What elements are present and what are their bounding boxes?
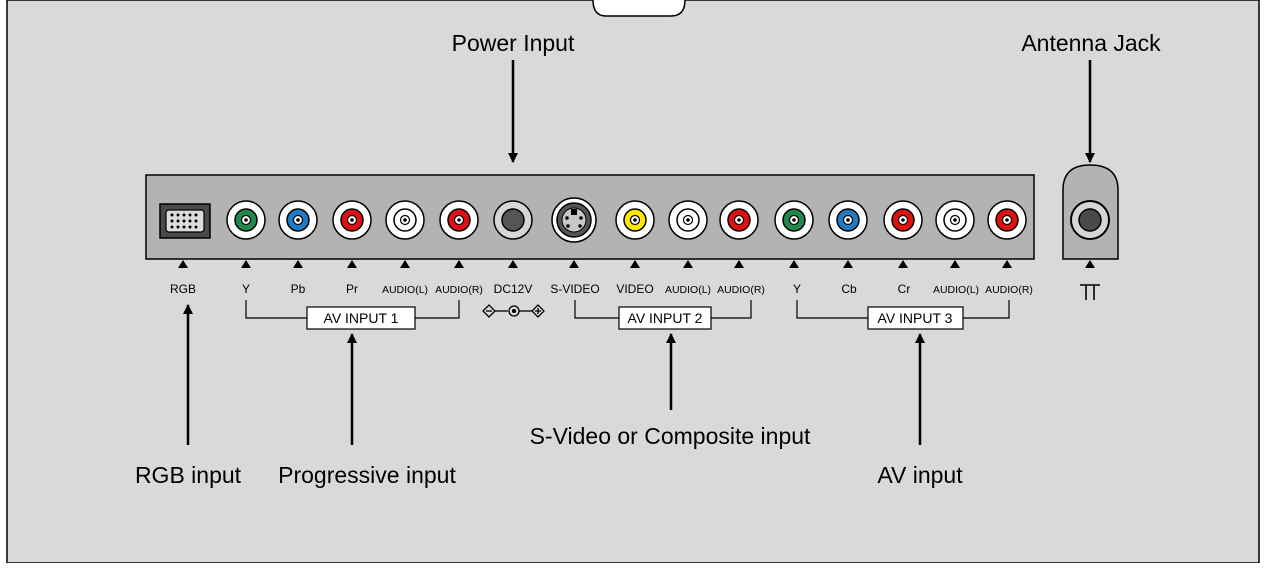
- port-markers: [178, 260, 1095, 268]
- av-input-callout: AV input: [877, 462, 963, 488]
- port-label-audio-l2: AUDIO(L): [665, 284, 711, 296]
- antenna-jack-icon: [1070, 200, 1110, 240]
- rca-jack-audio-r2-icon: [719, 200, 759, 240]
- dc-power-jack-icon: [493, 200, 533, 240]
- port-label-audio-r3: AUDIO(R): [985, 284, 1033, 296]
- rca-jack-y1-icon: [226, 200, 266, 240]
- port-label-audio-l3: AUDIO(L): [933, 284, 979, 296]
- port-label-rgb: RGB: [170, 282, 196, 296]
- rca-jack-cb-icon: [828, 200, 868, 240]
- rca-jack-audio-l3-icon: [935, 200, 975, 240]
- power-input-callout: Power Input: [452, 30, 575, 56]
- svideo-jack-icon: [551, 197, 597, 243]
- progressive-input-callout: Progressive input: [278, 462, 456, 488]
- rca-jack-pr-icon: [332, 200, 372, 240]
- rgb-port-icon: [159, 203, 211, 239]
- antenna-jack-callout: Antenna Jack: [1021, 30, 1161, 56]
- port-label-audio-r2: AUDIO(R): [717, 284, 765, 296]
- rgb-input-callout: RGB input: [135, 462, 242, 488]
- rca-jack-cr-icon: [883, 200, 923, 240]
- rca-jack-y3-icon: [774, 200, 814, 240]
- rca-jack-video-icon: [615, 200, 655, 240]
- port-label-audio-r1: AUDIO(R): [435, 284, 483, 296]
- port-label-svideo: S-VIDEO: [550, 282, 599, 296]
- rca-jack-audio-l1-icon: [385, 200, 425, 240]
- rca-jack-pb-icon: [278, 200, 318, 240]
- av-input-2-label: AV INPUT 2: [628, 310, 703, 326]
- port-label-cr: Cr: [898, 282, 911, 296]
- port-label-pb: Pb: [291, 282, 306, 296]
- av-input-1-label: AV INPUT 1: [324, 310, 399, 326]
- av-input-2-bracket: [574, 300, 752, 330]
- port-label-dc12v: DC12V: [494, 282, 533, 296]
- port-label-cb: Cb: [841, 282, 857, 296]
- port-label-y1: Y: [242, 282, 250, 296]
- background-frame: [6, 0, 1260, 564]
- rca-jack-audio-r1-icon: [439, 200, 479, 240]
- rca-jack-audio-r3-icon: [987, 200, 1027, 240]
- dc-polarity-icon: [482, 304, 545, 318]
- av-input-3-bracket: [796, 300, 1010, 330]
- svideo-composite-callout: S-Video or Composite input: [530, 423, 811, 449]
- port-label-audio-l1: AUDIO(L): [382, 284, 428, 296]
- port-label-y3: Y: [793, 282, 801, 296]
- antenna-symbol-icon: [1080, 284, 1100, 300]
- port-label-video: VIDEO: [616, 282, 653, 296]
- av-input-3-label: AV INPUT 3: [878, 310, 953, 326]
- port-label-pr: Pr: [346, 282, 358, 296]
- rca-jack-audio-l2-icon: [668, 200, 708, 240]
- callout-arrows: [183, 60, 1095, 445]
- av-input-1-bracket: [245, 300, 460, 330]
